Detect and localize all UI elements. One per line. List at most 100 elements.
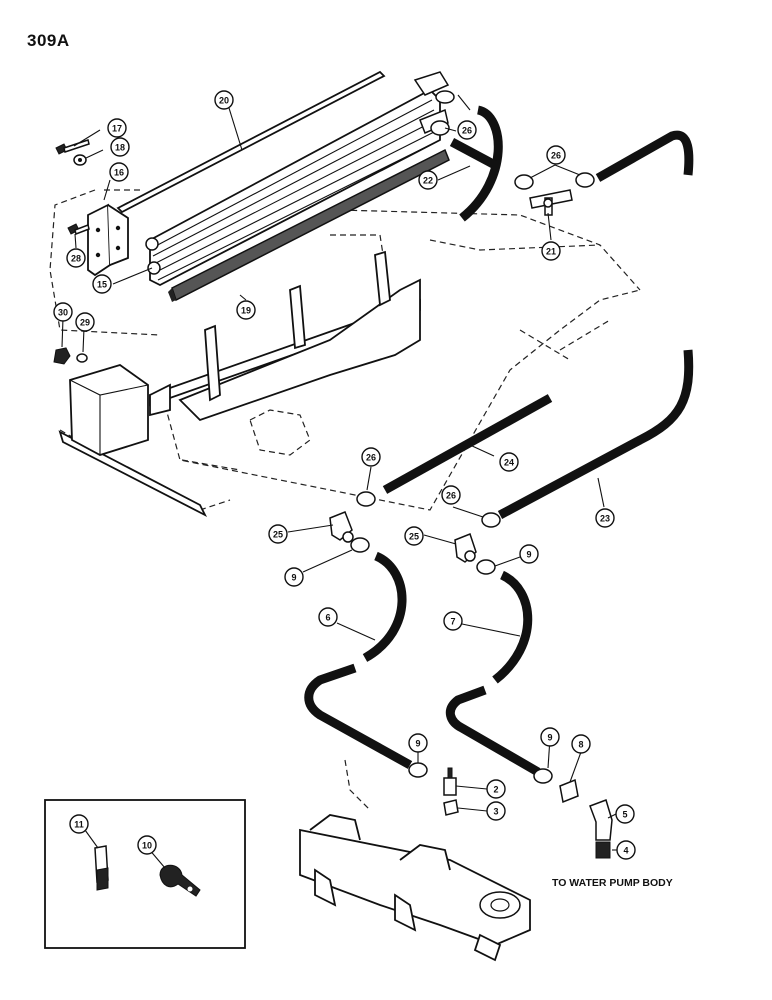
svg-text:26: 26 <box>366 453 376 463</box>
svg-text:26: 26 <box>462 126 472 136</box>
svg-text:9: 9 <box>526 550 531 560</box>
callout-3: 3 <box>486 801 506 821</box>
tee-21 <box>529 189 573 216</box>
svg-text:26: 26 <box>446 491 456 501</box>
manifold <box>299 814 531 962</box>
callout-5: 5 <box>615 804 635 824</box>
svg-text:23: 23 <box>600 514 610 524</box>
page-number: 309A <box>27 31 70 50</box>
callout-22: 22 <box>418 170 438 190</box>
svg-text:5: 5 <box>622 810 627 820</box>
hose-clamps-9-upper <box>350 537 496 575</box>
cooler-rod <box>116 70 386 214</box>
clip-10 <box>159 864 201 897</box>
callout-11: 11 <box>69 814 89 834</box>
callout-4: 4 <box>616 840 636 860</box>
svg-text:7: 7 <box>450 617 455 627</box>
adapter-4 <box>595 841 611 859</box>
callout-9: 9 <box>408 733 428 753</box>
hose-7 <box>445 570 541 776</box>
svg-text:28: 28 <box>71 254 81 264</box>
svg-text:6: 6 <box>325 613 330 623</box>
svg-text:16: 16 <box>114 168 124 178</box>
hose-clamps-9-lower <box>408 762 553 784</box>
callout-18: 18 <box>110 137 130 157</box>
bolt-28 <box>67 223 90 236</box>
bracket <box>87 203 129 277</box>
callout-29: 29 <box>75 312 95 332</box>
svg-text:21: 21 <box>546 247 556 257</box>
callout-21: 21 <box>541 241 561 261</box>
callout-26: 26 <box>457 120 477 140</box>
washer-29 <box>76 353 88 363</box>
oil-cooler <box>145 71 450 287</box>
washer-18 <box>73 154 87 166</box>
callout-2: 2 <box>486 779 506 799</box>
callout-23: 23 <box>595 508 615 528</box>
svg-text:11: 11 <box>74 820 84 830</box>
hose-clamps-26-lower <box>356 491 501 528</box>
elbow-25-right <box>454 533 477 563</box>
svg-text:19: 19 <box>241 306 251 316</box>
callout-25: 25 <box>404 526 424 546</box>
hose-23 <box>497 349 694 519</box>
callout-10: 10 <box>137 835 157 855</box>
callout-9: 9 <box>519 544 539 564</box>
callout-7: 7 <box>443 611 463 631</box>
svg-text:20: 20 <box>219 96 229 106</box>
svg-text:17: 17 <box>112 124 122 134</box>
callout-6: 6 <box>318 607 338 627</box>
plug-3 <box>443 799 459 816</box>
callout-28: 28 <box>66 248 86 268</box>
bolt-17 <box>55 139 90 155</box>
cooler-seal-bar <box>168 148 450 302</box>
svg-text:4: 4 <box>623 846 628 856</box>
elbow-5 <box>589 799 613 841</box>
hose-22 <box>449 105 503 222</box>
svg-text:29: 29 <box>80 318 90 328</box>
callout-26: 26 <box>546 145 566 165</box>
chassis-outline <box>49 189 641 811</box>
callout-9: 9 <box>284 567 304 587</box>
svg-text:10: 10 <box>142 841 152 851</box>
svg-text:25: 25 <box>409 532 419 542</box>
callout-8: 8 <box>571 734 591 754</box>
callout-26: 26 <box>361 447 381 467</box>
svg-text:18: 18 <box>115 143 125 153</box>
drain-valve-2 <box>443 767 457 796</box>
hose-6 <box>304 551 413 769</box>
callout-30: 30 <box>53 302 73 322</box>
svg-text:2: 2 <box>493 785 498 795</box>
svg-text:26: 26 <box>551 151 561 161</box>
callout-24: 24 <box>499 452 519 472</box>
callout-19: 19 <box>236 300 256 320</box>
battery-box <box>69 364 149 456</box>
callout-16: 16 <box>109 162 129 182</box>
fitting-8 <box>559 778 579 804</box>
svg-text:8: 8 <box>578 740 583 750</box>
leader-lines <box>61 94 617 869</box>
svg-text:25: 25 <box>273 530 283 540</box>
elbow-25-left <box>329 511 354 543</box>
svg-text:24: 24 <box>504 458 514 468</box>
svg-text:9: 9 <box>547 733 552 743</box>
nut-30 <box>53 347 71 365</box>
callout-9: 9 <box>540 727 560 747</box>
callout-25: 25 <box>268 524 288 544</box>
callout-20: 20 <box>214 90 234 110</box>
svg-text:9: 9 <box>415 739 420 749</box>
hose-24 <box>382 394 553 494</box>
svg-text:9: 9 <box>291 573 296 583</box>
svg-text:30: 30 <box>58 308 68 318</box>
callout-15: 15 <box>92 274 112 294</box>
hose-clamps-26-top <box>430 90 455 136</box>
svg-text:15: 15 <box>97 280 107 290</box>
hose-23-upper <box>595 130 694 182</box>
callout-17: 17 <box>107 118 127 138</box>
hose-clamps-26-right <box>514 172 595 190</box>
svg-text:3: 3 <box>493 807 498 817</box>
svg-text:22: 22 <box>423 176 433 186</box>
frame-members <box>149 250 421 422</box>
callout-26: 26 <box>441 485 461 505</box>
